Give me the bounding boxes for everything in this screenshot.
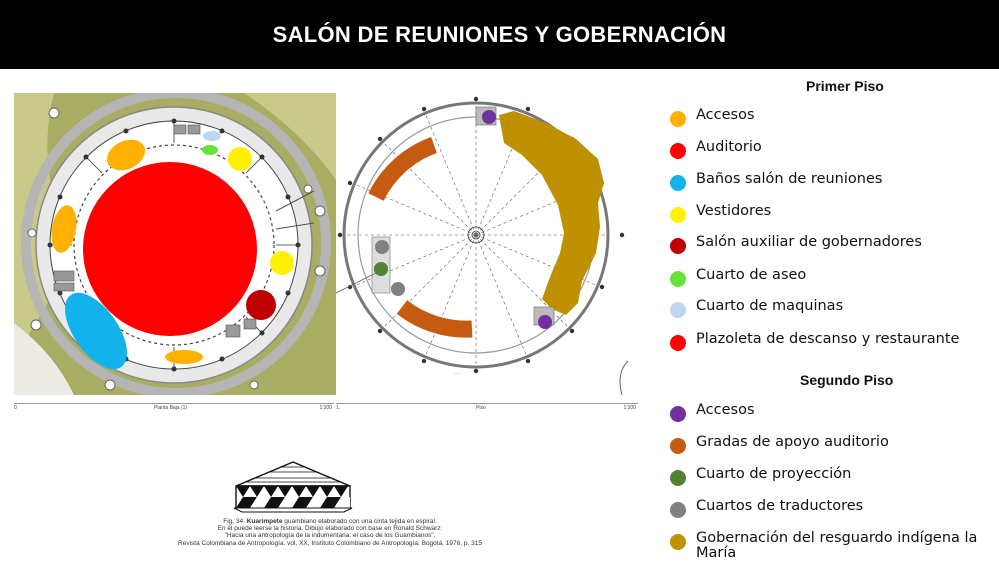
accesos-fill-3: [165, 350, 203, 364]
salon-auxiliar-fill: [246, 290, 276, 320]
cuarto-aseo-fill: [202, 145, 218, 155]
accesos-fill-2: [51, 205, 77, 253]
traductores-fill-1: [375, 240, 389, 254]
accesos-segundo-fill-1: [482, 110, 496, 124]
legend-item-cuarto-maquinas: Cuarto de maquinas: [670, 299, 996, 318]
proyeccion-swatch: [670, 470, 686, 486]
cuarto-maquinas-swatch: [670, 302, 686, 318]
legend-item-proyeccion: Cuarto de proyección: [670, 467, 996, 486]
proyeccion-fill: [374, 262, 388, 276]
gradas-swatch: [670, 438, 686, 454]
auditorio-fill: [83, 162, 257, 336]
cuarto-aseo-swatch: [670, 271, 686, 287]
legend-item-auditorio: Auditorio: [670, 140, 996, 159]
legend-title-segundo-piso: Segundo Piso: [800, 372, 894, 388]
upper-floor-scale-bar: 1. Piso 1:200: [336, 403, 638, 414]
upper-floor-label: Piso: [476, 405, 486, 411]
ground-floor-label: Planta Baja (1): [154, 405, 188, 411]
gobernacion-fill: [499, 111, 604, 315]
page-title: SALÓN DE REUNIONES Y GOBERNACIÓN: [272, 21, 727, 47]
gradas-fill-1: [368, 137, 438, 201]
legend-title-primer-piso: Primer Piso: [806, 78, 884, 94]
salon-auxiliar-swatch: [670, 238, 686, 254]
ground-floor-plan: [14, 93, 338, 395]
legend-item-plazoleta: Plazoleta de descanso y restaurante: [670, 332, 996, 351]
vestidores-fill-2: [270, 251, 294, 275]
gradas-fill-2: [396, 300, 473, 338]
legend-item-cuarto-aseo: Cuarto de aseo: [670, 268, 996, 287]
traductores-swatch: [670, 502, 686, 518]
legend-item-gradas: Gradas de apoyo auditorio: [670, 435, 996, 454]
accesos-fill-1: [106, 139, 146, 171]
ground-floor-scale-bar: 0 Planta Baja (1) 1:200: [14, 403, 334, 414]
legend-item-vestidores: Vestidores: [670, 204, 996, 223]
cuarto-maquinas-fill: [203, 131, 221, 141]
auditorio-swatch: [670, 143, 686, 159]
legend-item-traductores: Cuartos de traductores: [670, 499, 996, 518]
legend-item-gobernacion: Gobernación del resguardo indígena la Ma…: [670, 531, 996, 561]
plazoleta-swatch: [670, 335, 686, 351]
figure-caption: Fig. 34. Kuarimpete guambiano elaborado …: [178, 518, 482, 547]
header-bar: SALÓN DE REUNIONES Y GOBERNACIÓN: [0, 0, 999, 69]
legend-item-salon-auxiliar: Salón auxiliar de gobernadores: [670, 235, 996, 254]
vestidores-swatch: [670, 207, 686, 223]
accesos-swatch: [670, 111, 686, 127]
legend-item-accesos: Accesos: [670, 108, 996, 127]
banos-fill: [64, 292, 128, 370]
legend-item-accesos-segundo: Accesos: [670, 403, 996, 422]
svg-text:- - -: - - -: [454, 371, 461, 376]
kuarimpete-hat-drawing: [233, 461, 353, 513]
gobernacion-swatch: [670, 534, 686, 550]
accesos-segundo-swatch: [670, 406, 686, 422]
vestidores-fill-1: [228, 147, 252, 171]
legend-item-banos: Baños salón de reuniones: [670, 172, 996, 191]
banos-swatch: [670, 175, 686, 191]
traductores-fill-2: [391, 282, 405, 296]
upper-floor-plan: - - -: [336, 93, 640, 395]
accesos-segundo-fill-2: [538, 315, 552, 329]
